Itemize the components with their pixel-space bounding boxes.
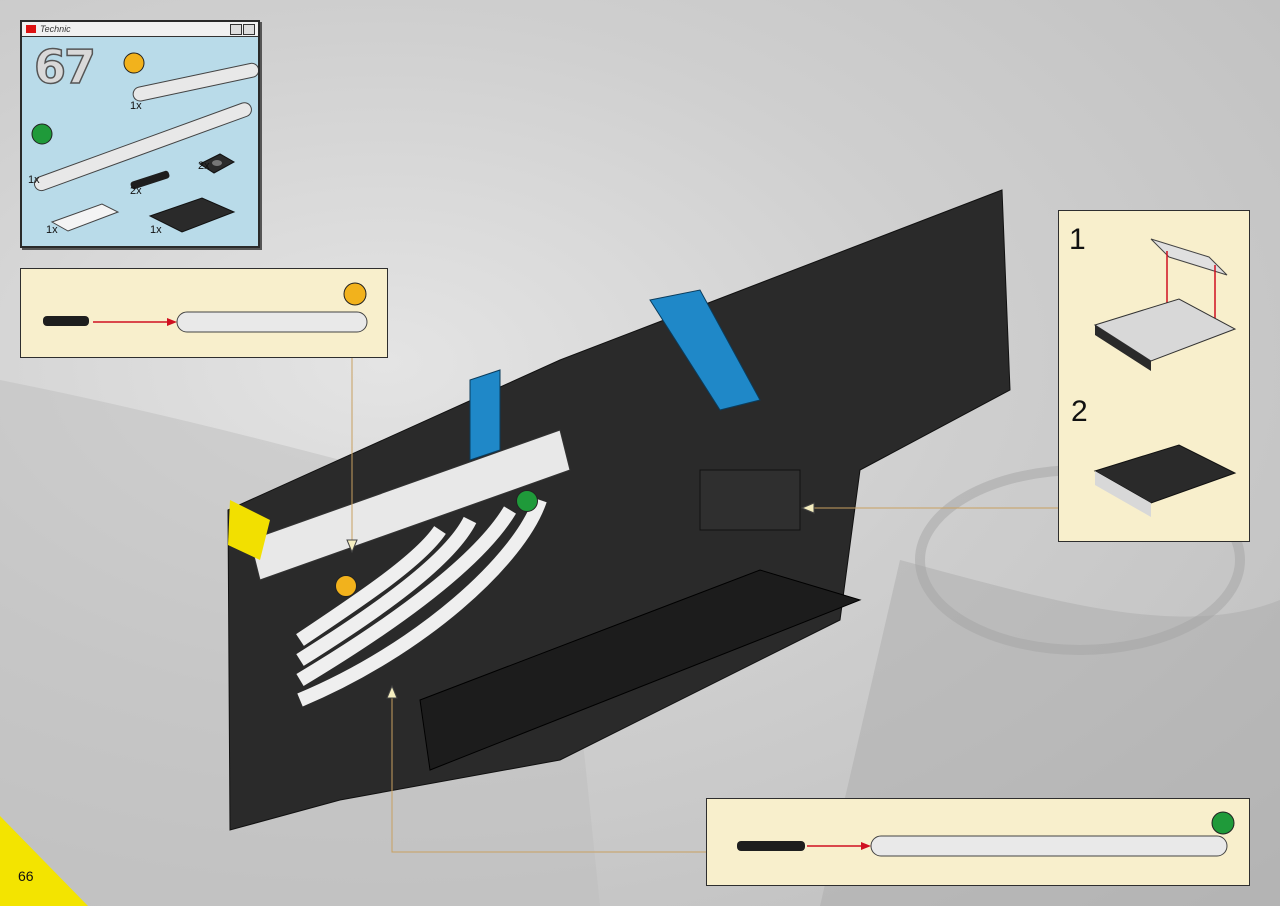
green-marker-icon [516, 490, 538, 512]
leader-line-long-tube [391, 692, 706, 853]
window-minimize-icon[interactable] [230, 24, 242, 35]
yellow-marker-icon [123, 52, 145, 74]
pin-connector-icon [737, 841, 805, 851]
flex-tube-long-icon [870, 835, 1228, 857]
gear-rack-icon [1150, 238, 1228, 276]
substep-1-number: 1 [1069, 223, 1086, 256]
frame-body [227, 189, 1011, 831]
qty-plate-with-hole: 2x [198, 160, 210, 172]
flex-tube-long-icon [33, 102, 252, 192]
flex-tube-short-icon [132, 62, 258, 102]
qty-flex-tube-short: 1x [130, 100, 142, 112]
qty-flex-tube-long: 1x [28, 174, 40, 186]
brand-label: Technic [40, 24, 71, 34]
callout-long-tube [706, 798, 1250, 886]
yellow-marker-icon [343, 282, 367, 306]
qty-plate-4x4: 1x [150, 224, 162, 236]
plate-with-racks-icon [1093, 298, 1237, 362]
pin-connector-icon [43, 316, 89, 326]
callout-long-tube-art [737, 811, 1235, 857]
window-titlebar: Technic [22, 22, 258, 37]
callout-short-tube-art [43, 282, 368, 333]
flex-tube-short-icon [176, 311, 368, 333]
parts-illustration [31, 52, 258, 233]
qty-gear-rack: 1x [46, 224, 58, 236]
qty-pin-connector: 2x [130, 185, 142, 197]
blue-beam [649, 289, 761, 411]
callout-short-tube [20, 268, 388, 358]
plate-4x4-icon [148, 197, 236, 233]
pin-connector-icon [130, 170, 170, 190]
plate-with-hole-icon [198, 153, 236, 174]
step-number: 67 [33, 39, 97, 95]
gear-rack-assembly [699, 469, 801, 531]
front-skid [419, 569, 862, 771]
substep-2-number: 2 [1071, 395, 1088, 428]
flex-tubes [296, 497, 547, 707]
page-number: 66 [18, 868, 34, 884]
substeps-art [1093, 238, 1237, 517]
page-corner-tab [0, 816, 88, 906]
window-close-icon[interactable] [243, 24, 255, 35]
blue-beam-2 [469, 369, 501, 461]
lego-logo [26, 25, 36, 33]
yellow-part [228, 500, 270, 560]
assembled-plate-icon [1093, 444, 1237, 504]
green-marker-icon [1211, 811, 1235, 835]
callout-substeps: 1 2 [1058, 210, 1250, 542]
yellow-marker-icon [335, 575, 357, 597]
gear-rack-icon [50, 203, 120, 232]
white-beam [249, 429, 571, 581]
step-parts-window: Technic 67 1x 1x 2x 2x 1x 1x [20, 20, 260, 248]
green-marker-icon [31, 123, 53, 145]
